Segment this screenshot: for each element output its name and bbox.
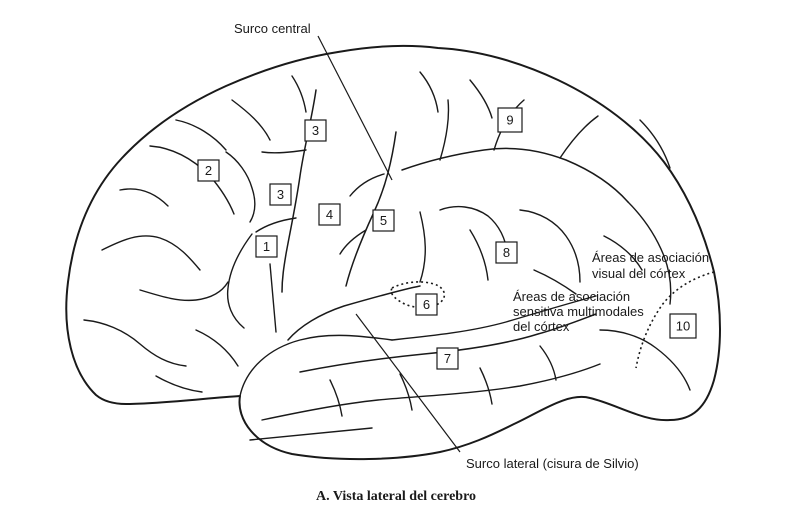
brain-outline bbox=[65, 44, 721, 461]
area-label-2: 2 bbox=[197, 159, 220, 182]
svg-text:7: 7 bbox=[444, 351, 451, 366]
supramarginal-line bbox=[419, 211, 426, 283]
multimodal-association-label: Áreas de asociación sensitiva multimodal… bbox=[513, 289, 644, 334]
svg-text:3: 3 bbox=[312, 123, 319, 138]
lateral-sulcus-label: Surco lateral (cisura de Silvio) bbox=[466, 456, 639, 471]
frontal-gyrus-line bbox=[119, 188, 169, 207]
angular-line bbox=[469, 229, 489, 281]
area-label-1: 1 bbox=[255, 235, 278, 258]
area-label-5: 5 bbox=[372, 209, 395, 232]
area-label-9: 9 bbox=[497, 107, 523, 133]
frontal-gyrus-line bbox=[291, 75, 307, 113]
angular-line bbox=[519, 209, 581, 283]
svg-text:9: 9 bbox=[506, 113, 513, 128]
svg-text:5: 5 bbox=[380, 213, 387, 228]
figure-caption: A. Vista lateral del cerebro bbox=[316, 489, 476, 504]
visual-association-label: Áreas de asociación visual del córtex bbox=[592, 250, 709, 281]
frontal-gyrus-line bbox=[225, 151, 256, 223]
central-sulcus-pointer bbox=[317, 35, 393, 181]
svg-text:8: 8 bbox=[503, 245, 510, 260]
occipital-line bbox=[639, 119, 671, 169]
svg-text:visual del córtex: visual del córtex bbox=[592, 266, 686, 281]
occipital-line bbox=[603, 235, 643, 271]
svg-text:6: 6 bbox=[423, 297, 430, 312]
area-label-3: 3 bbox=[304, 119, 327, 142]
svg-text:sensitiva multimodales: sensitiva multimodales bbox=[513, 304, 644, 319]
temporal-branch bbox=[329, 379, 343, 417]
temporal-branch bbox=[479, 367, 493, 405]
svg-text:2: 2 bbox=[205, 163, 212, 178]
temporal-pole-line bbox=[249, 427, 373, 441]
frontal-gyrus-line bbox=[175, 119, 227, 151]
occipital-line bbox=[627, 201, 672, 305]
superior-temporal-sulcus bbox=[299, 313, 597, 373]
area-label-4: 4 bbox=[318, 203, 341, 226]
visual-association-boundary bbox=[635, 271, 715, 369]
svg-text:del córtex: del córtex bbox=[513, 319, 570, 334]
precentral-branch bbox=[255, 217, 297, 233]
frontal-gyrus-line bbox=[231, 99, 271, 141]
frontal-gyrus-line bbox=[139, 281, 229, 302]
frontal-gyrus-line bbox=[101, 235, 201, 271]
area-label-6: 6 bbox=[415, 293, 438, 316]
superior-temporal-gyrus-line bbox=[391, 295, 597, 341]
inferior-frontal-line bbox=[269, 263, 277, 333]
svg-text:3: 3 bbox=[277, 187, 284, 202]
temporal-branch bbox=[399, 373, 413, 411]
lateral-sulcus-pointer bbox=[355, 313, 461, 453]
postcentral-sulcus bbox=[345, 131, 397, 287]
frontal-gyrus-line bbox=[149, 145, 235, 215]
precentral-branch bbox=[261, 149, 307, 154]
area-label-3: 3 bbox=[269, 183, 292, 206]
postcentral-branch bbox=[349, 173, 385, 197]
middle-temporal-line bbox=[261, 363, 601, 421]
inferior-frontal-line bbox=[226, 233, 253, 329]
temporal-branch bbox=[539, 345, 557, 381]
frontal-gyrus-line bbox=[155, 375, 203, 393]
area-label-7: 7 bbox=[436, 347, 459, 370]
svg-text:Áreas de asociación: Áreas de asociación bbox=[592, 250, 709, 265]
temporal-lobe-contour bbox=[239, 334, 393, 397]
central-sulcus-label: Surco central bbox=[234, 21, 311, 36]
area-label-8: 8 bbox=[495, 241, 518, 264]
parietal-branch bbox=[439, 99, 450, 161]
svg-text:4: 4 bbox=[326, 207, 333, 222]
parietal-branch bbox=[469, 79, 493, 119]
svg-text:10: 10 bbox=[676, 319, 690, 334]
postcentral-branch bbox=[339, 229, 367, 255]
parietal-branch bbox=[419, 71, 439, 113]
angular-line bbox=[533, 269, 577, 295]
svg-text:Áreas de asociación: Áreas de asociación bbox=[513, 289, 630, 304]
frontal-gyrus-line bbox=[83, 319, 187, 367]
area-label-10: 10 bbox=[669, 313, 697, 339]
occipital-line bbox=[599, 329, 691, 391]
svg-text:1: 1 bbox=[263, 239, 270, 254]
intraparietal-sulcus bbox=[401, 147, 629, 203]
sylvian-upper-border bbox=[287, 285, 421, 341]
area-6-dotted-outline bbox=[390, 281, 446, 309]
frontal-gyrus-line bbox=[195, 329, 239, 367]
parietal-branch bbox=[559, 115, 599, 159]
